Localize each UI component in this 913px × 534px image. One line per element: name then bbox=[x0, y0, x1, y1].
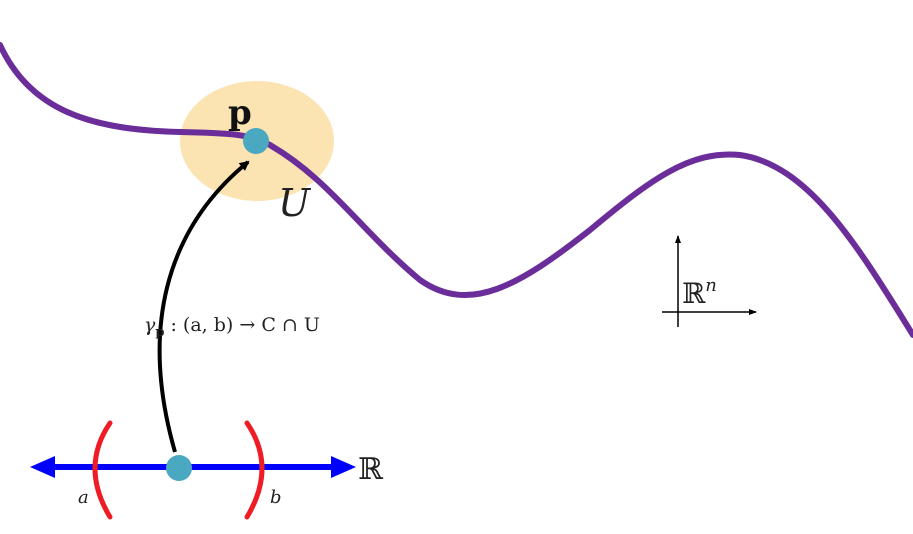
gamma-arrow bbox=[157, 160, 250, 453]
interval-left-bracket bbox=[92, 420, 113, 520]
preimage-point bbox=[166, 455, 192, 481]
interval-right-bracket bbox=[244, 420, 265, 520]
label-point-p: p bbox=[228, 93, 252, 133]
label-interval-a: a bbox=[78, 487, 89, 508]
real-line-left-arrow bbox=[30, 456, 55, 478]
real-line-right-arrow bbox=[331, 456, 356, 478]
label-gamma-map: γp : (a, b) → C ∩ U bbox=[144, 314, 320, 340]
label-real-line: ℝ bbox=[358, 452, 384, 487]
curve-c bbox=[0, 42, 913, 338]
label-neighborhood-u: U bbox=[278, 181, 312, 225]
point-p bbox=[243, 128, 269, 154]
label-ambient-space: ℝn bbox=[682, 275, 717, 310]
label-interval-b: b bbox=[270, 487, 282, 508]
